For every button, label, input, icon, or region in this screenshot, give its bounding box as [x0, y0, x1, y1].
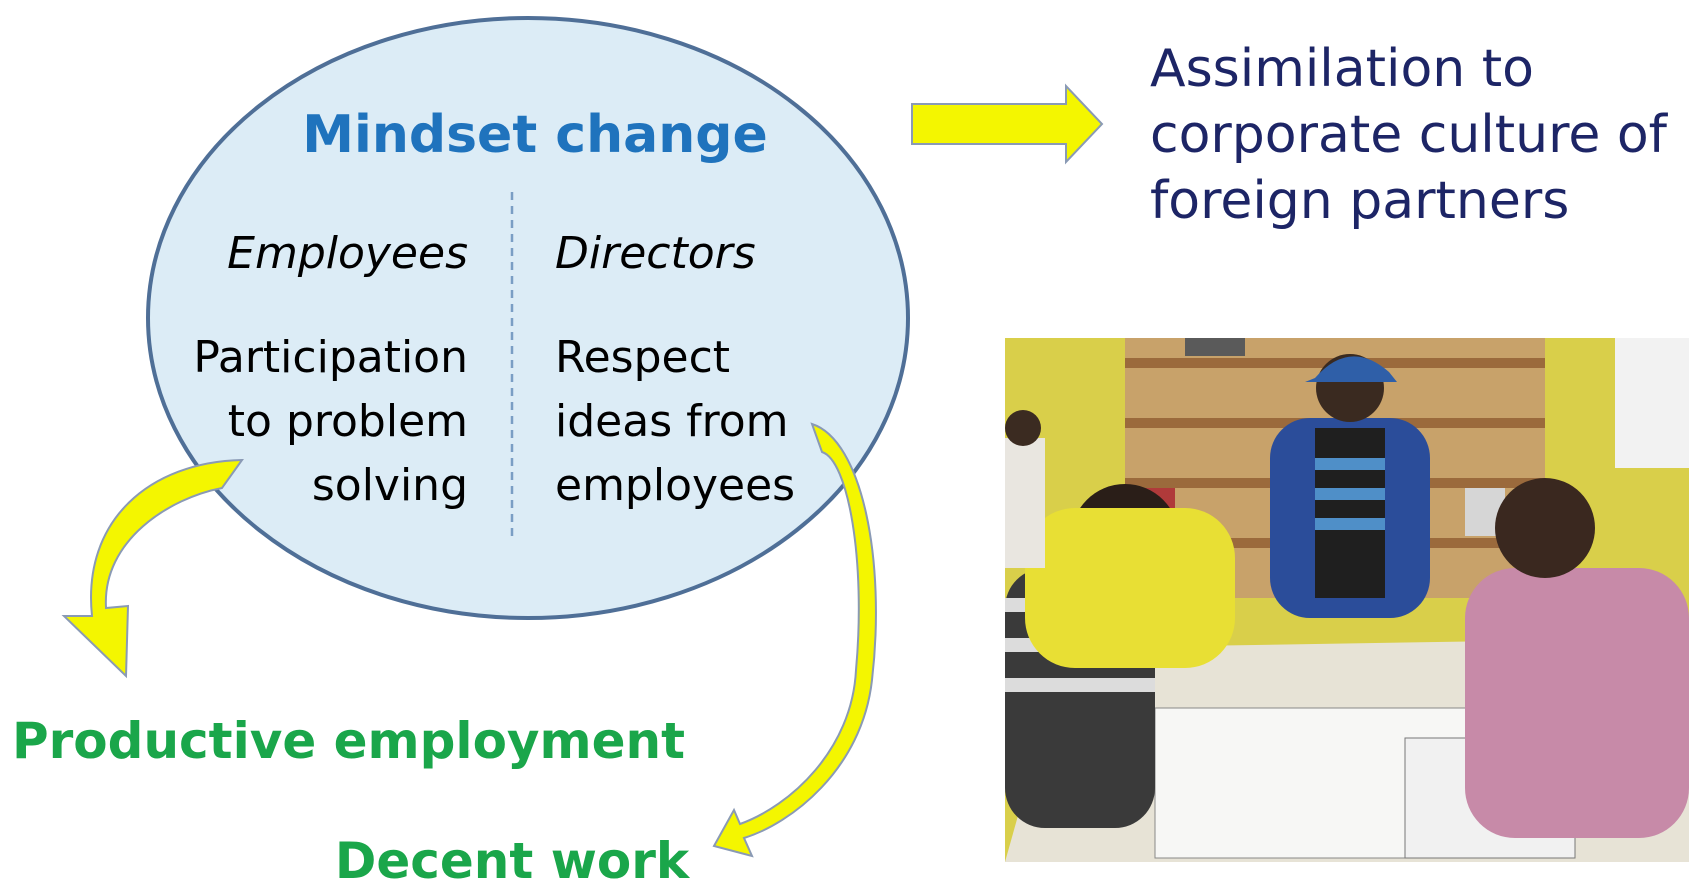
- directors-line-2: ideas from: [555, 396, 789, 447]
- directors-header: Directors: [555, 228, 756, 279]
- curved-arrow-down-icon: [61, 458, 244, 679]
- mindset-ellipse: [146, 16, 910, 620]
- ellipse-title: Mindset change: [302, 105, 767, 165]
- employees-header: Employees: [227, 228, 468, 279]
- decent-work-label: Decent work: [335, 832, 691, 882]
- assimilation-line-1: Assimilation to: [1150, 39, 1534, 99]
- employees-line-1: Participation: [193, 332, 468, 383]
- employees-line-2: to problem: [228, 396, 468, 447]
- right-arrow-icon: [911, 83, 1104, 165]
- employees-line-3: solving: [312, 460, 468, 511]
- curved-arrow-down-left-icon: [712, 422, 877, 858]
- workshop-photo: [1005, 338, 1689, 862]
- productive-employment-label: Productive employment: [12, 712, 685, 770]
- directors-line-1: Respect: [555, 332, 730, 383]
- assimilation-line-2: corporate culture of: [1150, 105, 1669, 165]
- assimilation-line-3: foreign partners: [1150, 171, 1569, 231]
- directors-line-3: employees: [555, 460, 795, 511]
